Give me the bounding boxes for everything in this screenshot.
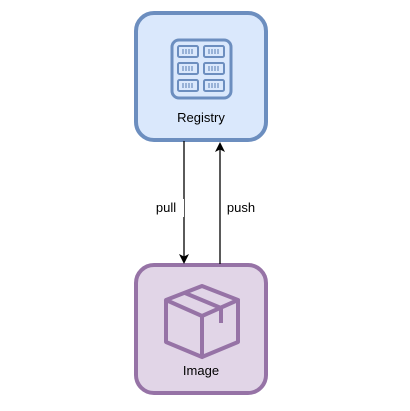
registry-box <box>134 11 268 142</box>
pull-edge: pull <box>150 141 189 264</box>
registry-node[interactable]: Registry <box>134 11 268 142</box>
registry-label: Registry <box>177 110 225 125</box>
pull-label: pull <box>156 200 176 215</box>
image-label: Image <box>183 363 219 378</box>
image-node[interactable]: Image <box>134 263 268 395</box>
push-edge: push <box>215 142 260 264</box>
package-box-icon <box>164 284 240 359</box>
push-label: push <box>227 200 255 215</box>
server-rack-icon <box>170 38 233 100</box>
